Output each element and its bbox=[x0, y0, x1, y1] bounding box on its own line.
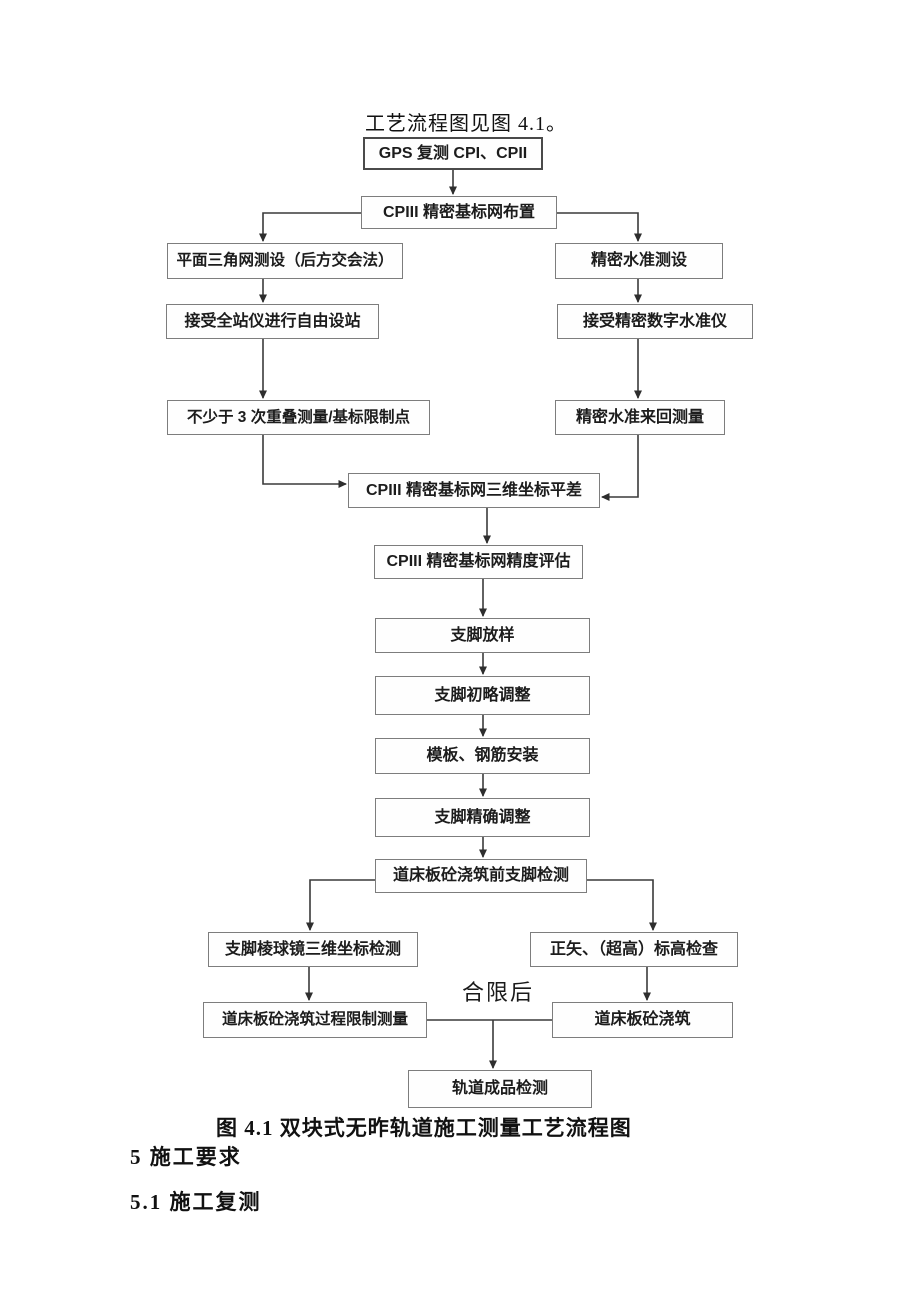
flow-node-support-prism-3d-check: 支脚棱球镜三维坐标检测 bbox=[208, 932, 418, 967]
connector-cpiii-to-leveling bbox=[556, 212, 642, 242]
flow-node-support-setting-out: 支脚放样 bbox=[375, 618, 590, 653]
heading-section-5: 5 施工要求 bbox=[130, 1145, 242, 1169]
connector-prepour-to-versine bbox=[587, 879, 657, 931]
flow-node-precise-leveling-setup: 精密水准测设 bbox=[555, 243, 723, 279]
flow-node-versine-superelevation-check: 正矢、（超高）标高检查 bbox=[530, 932, 738, 967]
pass-limit-label: 合限后 bbox=[462, 980, 535, 1005]
connector-overlap-to-adjustment bbox=[262, 435, 347, 488]
flow-node-slab-concrete-pour: 道床板砼浇筑 bbox=[552, 1002, 733, 1038]
flow-node-pre-pour-support-check: 道床板砼浇筑前支脚检测 bbox=[375, 859, 587, 893]
flow-node-finished-track-check: 轨道成品检测 bbox=[408, 1070, 592, 1108]
flow-node-total-station-free-station: 接受全站仪进行自由设站 bbox=[166, 304, 379, 339]
flow-node-precise-digital-level: 接受精密数字水准仪 bbox=[557, 304, 753, 339]
flow-node-cpiii-3d-adjustment: CPIII 精密基标网三维坐标平差 bbox=[348, 473, 600, 508]
flow-node-gps-retest: GPS 复测 CPI、CPII bbox=[363, 137, 543, 170]
connector-cpiii-to-plane bbox=[259, 212, 361, 242]
connector-prepour-to-prism bbox=[306, 879, 375, 931]
connector-roundtrip-to-adjustment bbox=[601, 435, 639, 501]
flow-node-plane-triangulation: 平面三角网测设（后方交会法） bbox=[167, 243, 403, 279]
intro-text: 工艺流程图见图 4.1。 bbox=[365, 113, 567, 135]
flow-node-leveling-round-trip: 精密水准来回测量 bbox=[555, 400, 725, 435]
flow-node-support-precise-adjust: 支脚精确调整 bbox=[375, 798, 590, 837]
flow-node-formwork-rebar-install: 模板、钢筋安装 bbox=[375, 738, 590, 774]
flow-node-cpiii-network-layout: CPIII 精密基标网布置 bbox=[361, 196, 557, 229]
flow-node-overlap-measurement: 不少于 3 次重叠测量/基标限制点 bbox=[167, 400, 430, 435]
figure-caption: 图 4.1 双块式无昨轨道施工测量工艺流程图 bbox=[216, 1116, 632, 1140]
flow-node-cpiii-accuracy-evaluation: CPIII 精密基标网精度评估 bbox=[374, 545, 583, 579]
heading-section-5-1: 5.1 施工复测 bbox=[130, 1190, 262, 1214]
flow-node-pour-process-limit-measure: 道床板砼浇筑过程限制测量 bbox=[203, 1002, 427, 1038]
flow-node-support-rough-adjust: 支脚初略调整 bbox=[375, 676, 590, 715]
